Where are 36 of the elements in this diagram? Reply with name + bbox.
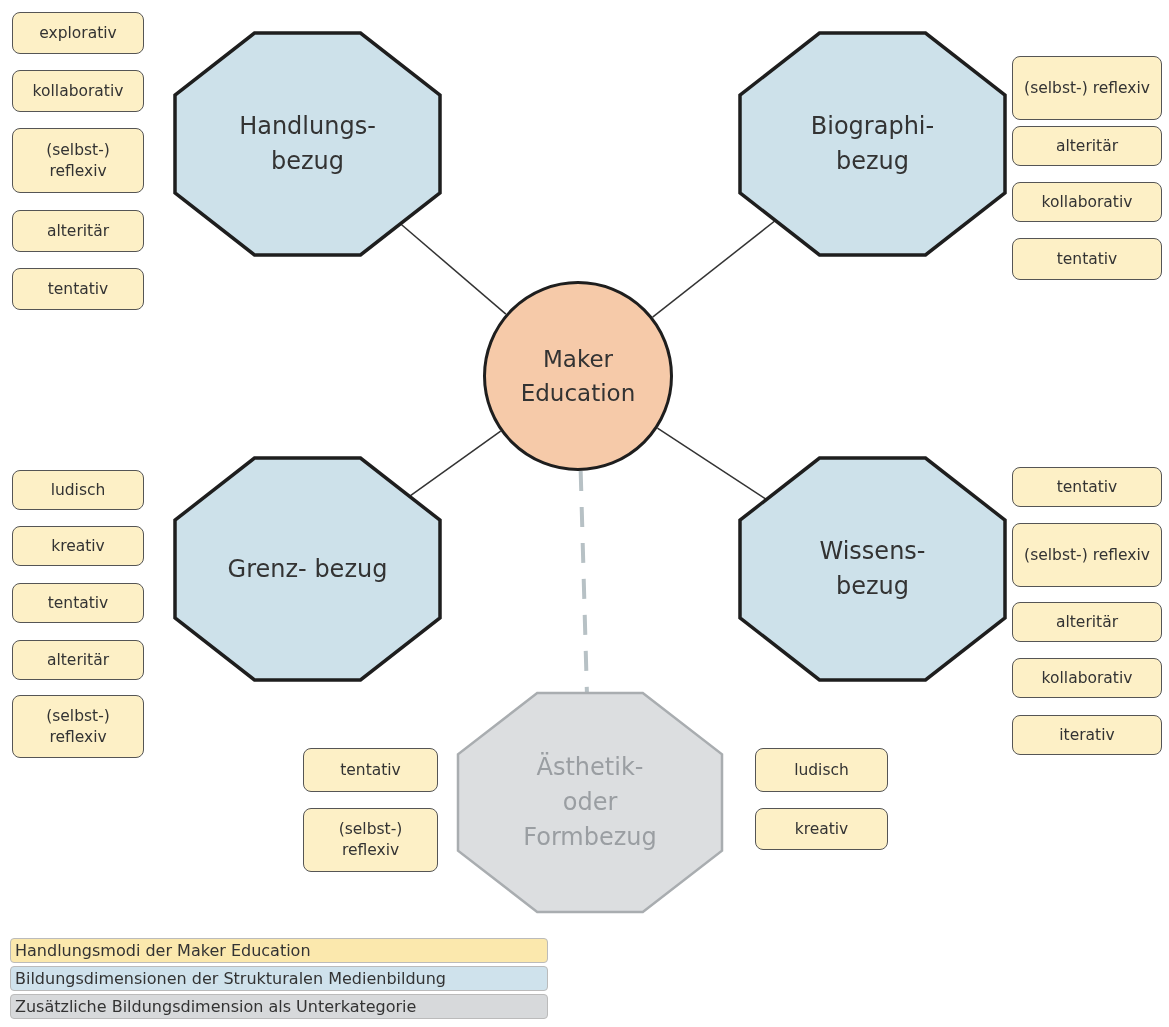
mode-tag: tentativ — [1012, 467, 1162, 507]
legend-text: Handlungsmodi der Maker Education — [15, 941, 311, 960]
mode-tag: iterativ — [1012, 715, 1162, 755]
mode-tag: alteritär — [1012, 126, 1162, 166]
mode-tag: kollaborativ — [1012, 658, 1162, 698]
legend-text: Bildungsdimensionen der Strukturalen Medienbildung — [15, 969, 446, 988]
mode-tag: explorativ — [12, 12, 144, 54]
mode-tag: tentativ — [1012, 238, 1162, 280]
mode-tag: kreativ — [12, 526, 144, 566]
mode-tag: ludisch — [12, 470, 144, 510]
mode-tag: alteritär — [12, 210, 144, 252]
subcategory-octagon: Ästhetik- oder Formbezug — [458, 693, 722, 912]
mode-tag: (selbst-) reflexiv — [1012, 523, 1162, 587]
connector-line — [399, 223, 507, 315]
mode-tag: ludisch — [755, 748, 888, 792]
dimension-octagon: Biographi- bezug — [740, 33, 1005, 255]
mode-tag: (selbst-) reflexiv — [1012, 56, 1162, 120]
mode-tag: alteritär — [1012, 602, 1162, 642]
mode-tag: (selbst-) reflexiv — [12, 128, 144, 193]
connector-line — [408, 430, 502, 497]
mode-tag: kreativ — [755, 808, 888, 850]
mode-tag: tentativ — [303, 748, 438, 792]
center-circle: Maker Education — [483, 281, 673, 471]
mode-tag: alteritär — [12, 640, 144, 680]
mode-tag: (selbst-) reflexiv — [303, 808, 438, 872]
mode-tag: (selbst-) reflexiv — [12, 695, 144, 758]
mode-tag: tentativ — [12, 583, 144, 623]
dashed-connector — [578, 470, 589, 694]
mode-tag: kollaborativ — [1012, 182, 1162, 222]
mode-tag: tentativ — [12, 268, 144, 310]
legend-text: Zusätzliche Bildungsdimension als Unterkategorie — [15, 997, 417, 1016]
dimension-octagon: Wissens- bezug — [740, 458, 1005, 680]
mode-tag: kollaborativ — [12, 70, 144, 112]
connector-line — [651, 219, 777, 318]
dimension-octagon: Handlungs- bezug — [175, 33, 440, 255]
dimension-octagon: Grenz- bezug — [175, 458, 440, 680]
